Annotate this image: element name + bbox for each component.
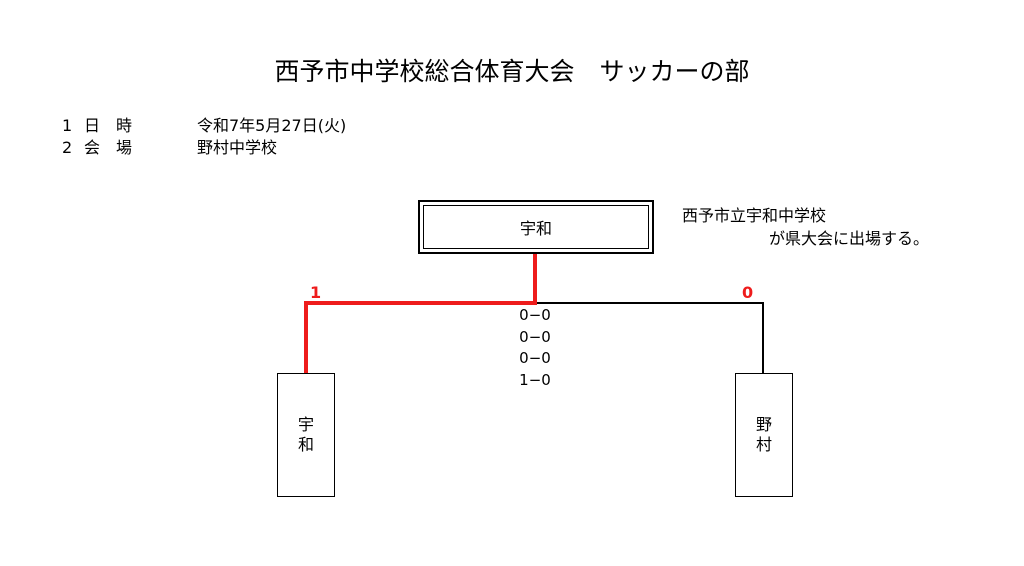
winner-box: 宇和 (418, 200, 654, 254)
info-value: 野村中学校 (197, 138, 278, 157)
team-name-char: 和 (297, 435, 314, 454)
score-detail-list: 0−0 0−0 0−0 1−0 (500, 305, 570, 391)
score-right: 0 (742, 283, 754, 302)
score-detail-item: 0−0 (519, 349, 551, 367)
bracket-line-left-vertical (304, 301, 308, 373)
score-detail-item: 0−0 (519, 306, 551, 324)
team-name-char: 村 (755, 435, 772, 454)
info-num: 1 (62, 116, 73, 135)
score-detail-item: 1−0 (519, 370, 551, 389)
team-box-left: 宇 和 (277, 373, 335, 497)
info-value: 令和7年5月27日(火) (197, 116, 347, 135)
page-title: 西予市中学校総合体育大会 サッカーの部 (274, 57, 750, 86)
winner-note-line2: が県大会に出場する。 (769, 229, 930, 248)
team-box-right: 野 村 (735, 373, 793, 497)
bracket-line-right-horizontal (537, 302, 764, 304)
bracket-line-right-vertical (762, 302, 764, 374)
info-label: 日 時 (84, 116, 133, 135)
info-label: 会 場 (84, 138, 133, 157)
score-detail-item: 0−0 (519, 327, 551, 346)
info-row-venue: 2 会 場 野村中学校 (62, 137, 277, 159)
team-name-char: 宇 (297, 415, 314, 434)
bracket-line-left-horizontal (304, 301, 537, 305)
score-left: 1 (310, 283, 322, 302)
team-name-char: 野 (755, 415, 772, 434)
winner-note-line1: 西予市立宇和中学校 (682, 206, 827, 225)
winner-name: 宇和 (423, 205, 649, 249)
bracket-line-winner-vertical (533, 254, 537, 305)
info-num: 2 (62, 138, 73, 157)
info-row-date: 1 日 時 令和7年5月27日(火) (62, 115, 346, 137)
